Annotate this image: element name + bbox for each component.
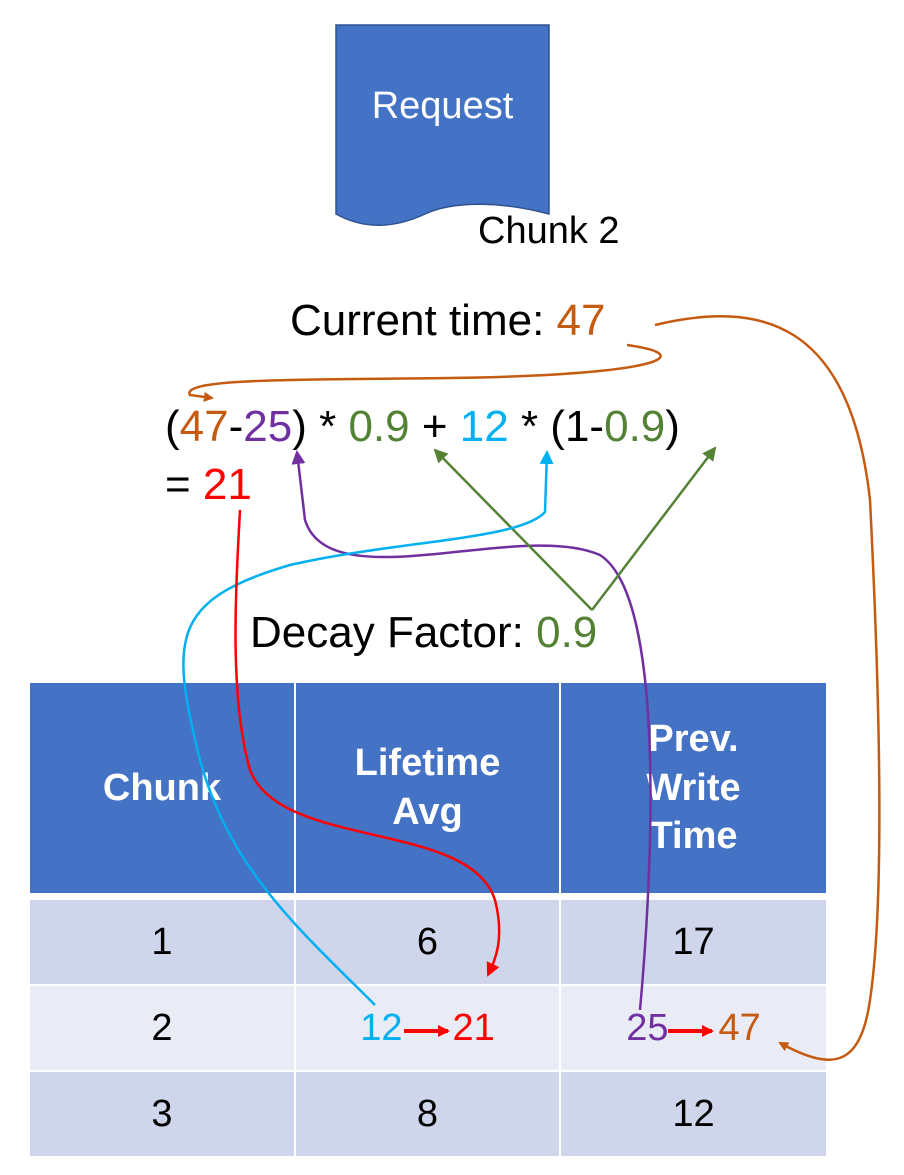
cell-text: 8 (416, 1092, 439, 1135)
arrow-current-time-to-formula (188, 343, 662, 402)
current-time-label: Current time: (290, 296, 557, 345)
table-header-lifetime-avg: Lifetime Avg (296, 683, 559, 893)
table-row-3-prev: 12 (561, 1072, 826, 1156)
table-row-2-avg: 12 21 (296, 986, 559, 1070)
table-row-3-avg: 8 (296, 1072, 559, 1156)
formula-decay: 0.9 (348, 402, 410, 451)
formula-current-time: 47 (179, 402, 229, 451)
formula-lifetime-avg: 12 (459, 402, 509, 451)
current-time-value: 47 (556, 296, 606, 345)
table-row-2-prev: 25 47 (561, 986, 826, 1070)
arrow-decay-to-formula-2 (591, 446, 717, 611)
arrow-decay-to-formula-1 (433, 448, 593, 611)
table-header-lifetime-avg-label: Lifetime Avg (354, 742, 501, 833)
prev-new-value: 47 (718, 1006, 761, 1049)
chunk-label: Chunk 2 (478, 210, 620, 252)
request-label: Request (371, 85, 514, 127)
decay-label: Decay Factor: (250, 608, 537, 657)
table-header-chunk: Chunk (30, 683, 294, 893)
current-time: Current time: 47 (290, 296, 605, 346)
cell-text: 2 (151, 1006, 173, 1049)
table-header-prev-write-time: Prev. Write Time (561, 683, 826, 893)
formula-multiply-2: * (1- (508, 402, 605, 451)
cell-text: 6 (416, 920, 439, 963)
cell-text: 3 (151, 1092, 173, 1135)
formula-minus: - (228, 402, 244, 451)
table-row-1-prev: 17 (561, 900, 826, 984)
formula-result: 21 (202, 460, 252, 509)
formula-prev-write: 25 (243, 402, 293, 451)
prev-old-value: 25 (626, 1006, 669, 1049)
avg-new-value: 21 (452, 1006, 495, 1049)
formula-equals: = (165, 460, 203, 509)
cell-text: 17 (672, 920, 715, 963)
formula-multiply: ) * (292, 402, 349, 451)
formula-plus: + (409, 402, 460, 451)
decay-value: 0.9 (536, 608, 598, 657)
formula-open-paren: ( (165, 402, 180, 451)
table-row-1-avg: 6 (296, 900, 559, 984)
table-row-1-chunk: 1 (30, 900, 294, 984)
decay-factor: Decay Factor: 0.9 (250, 608, 597, 658)
table-row-2-chunk: 2 (30, 986, 294, 1070)
formula-decay-2: 0.9 (604, 402, 666, 451)
table-row-3-chunk: 3 (30, 1072, 294, 1156)
formula-line-1: (47-25) * 0.9 + 12 * (1-0.9) (165, 402, 680, 452)
formula-close-paren: ) (665, 402, 680, 451)
avg-old-value: 12 (360, 1006, 403, 1049)
table-header-prev-write-time-label: Prev. Write Time (646, 718, 741, 858)
cell-text: 12 (672, 1092, 715, 1135)
cell-text: 1 (151, 920, 173, 963)
formula-line-2: = 21 (165, 460, 252, 510)
request-document-shape (335, 24, 550, 226)
table-header-chunk-label: Chunk (102, 766, 222, 809)
